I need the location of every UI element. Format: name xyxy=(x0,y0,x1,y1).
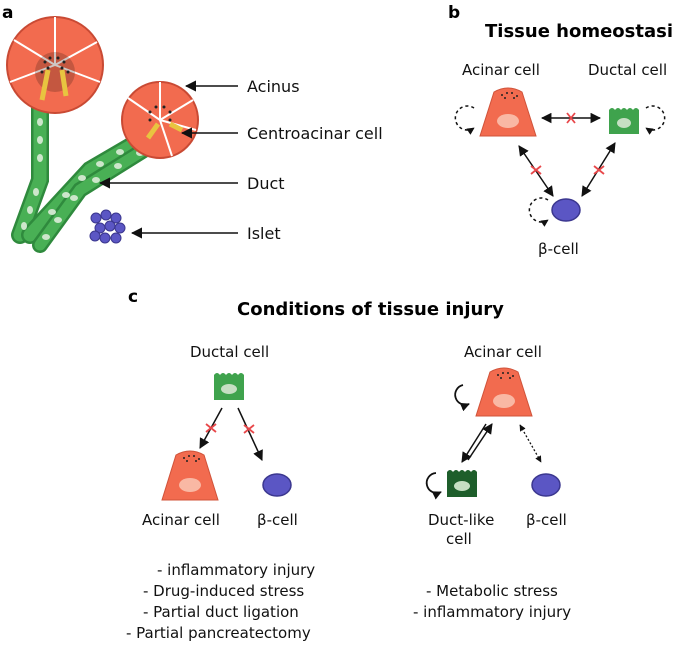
panel-a-label: a xyxy=(2,3,13,23)
acinus-top-left xyxy=(6,16,104,114)
acinar-self-renewal-arrow xyxy=(454,105,475,135)
islet xyxy=(89,209,126,244)
acinus-right xyxy=(121,81,199,159)
panel-b-title: Tissue homeostasis xyxy=(485,21,674,42)
panel-b-label: b xyxy=(448,3,460,23)
acinar-to-ductlike-arrow xyxy=(461,423,487,463)
injury-right-conditions: - Metabolic stress - inflammatory injury xyxy=(413,582,571,621)
ductal-self-renewal-arrow xyxy=(645,105,666,135)
ductlike-label-line2: cell xyxy=(446,530,472,548)
ductlike-self-renewal-arrow xyxy=(425,472,442,500)
homeostasis-ductal-cell xyxy=(609,108,639,134)
homeostasis-ductal-label: Ductal cell xyxy=(588,61,667,79)
acinar-self-renewal-arrow xyxy=(454,384,470,412)
panel-c-title: Conditions of tissue injury xyxy=(237,299,504,320)
homeostasis-acinar-cell xyxy=(479,87,537,137)
islet-label: Islet xyxy=(247,224,281,243)
ductal-to-beta-arrow xyxy=(237,407,263,461)
beta-self-renewal-arrow xyxy=(528,197,549,227)
duct-structure xyxy=(11,86,168,253)
injury-right-acinar-label: Acinar cell xyxy=(464,343,542,361)
injury-ductal-label: Ductal cell xyxy=(190,343,269,361)
injury-ductal-cell xyxy=(214,373,244,400)
ductlike-label-line1: Duct-like xyxy=(428,511,494,529)
injury-left-beta-label: β-cell xyxy=(257,511,298,529)
homeostasis-acinar-label: Acinar cell xyxy=(462,61,540,79)
injury-left-acinar-cell xyxy=(161,450,219,501)
injury-left-acinar-label: Acinar cell xyxy=(142,511,220,529)
ductlike-cell xyxy=(447,470,477,497)
ductlike-to-acinar-arrow xyxy=(467,423,493,461)
pancreas-illustration xyxy=(6,16,199,253)
panel-c-label: c xyxy=(128,287,138,307)
condition-item: - inflammatory injury xyxy=(413,603,571,621)
centroacinar-label: Centroacinar cell xyxy=(247,124,383,143)
homeostasis-beta-label: β-cell xyxy=(538,240,579,258)
condition-item: - Drug-induced stress xyxy=(143,582,304,600)
duct-label: Duct xyxy=(247,174,285,193)
injury-right-beta-cell xyxy=(531,473,561,497)
homeostasis-beta-cell xyxy=(551,198,581,222)
acinus-label: Acinus xyxy=(247,77,300,96)
condition-item: - Partial pancreatectomy xyxy=(126,624,311,642)
injury-left-conditions: - inflammatory injury - Drug-induced str… xyxy=(126,561,315,642)
condition-item: - Metabolic stress xyxy=(426,582,558,600)
injury-left-beta-cell xyxy=(262,473,292,497)
condition-item: - Partial duct ligation xyxy=(143,603,299,621)
injury-right-acinar-cell xyxy=(475,367,533,417)
injury-left-block-marks xyxy=(205,423,255,434)
condition-item: - inflammatory injury xyxy=(157,561,315,579)
homeostasis-block-marks xyxy=(530,112,605,175)
injury-right-beta-label: β-cell xyxy=(526,511,567,529)
acinar-beta-dashed-arrow xyxy=(519,424,542,463)
